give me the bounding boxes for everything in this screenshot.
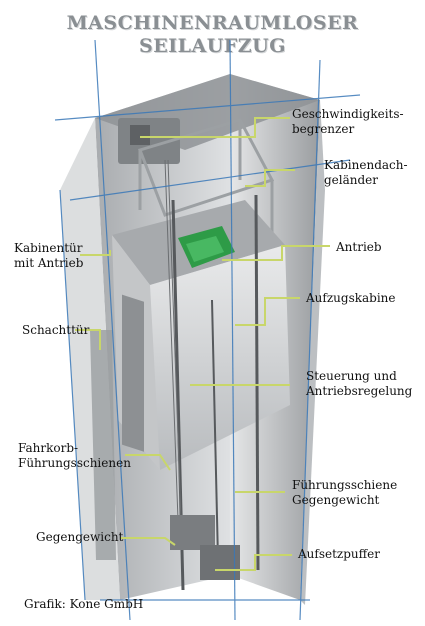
buffer xyxy=(200,545,240,580)
shaft-front-right-edge xyxy=(300,100,325,605)
image-credit: Grafik: Kone GmbH xyxy=(24,597,144,611)
label-antrieb: Antrieb xyxy=(336,240,382,254)
label-schachttuer: Schachttür xyxy=(22,323,90,337)
car-guide-rail-right xyxy=(254,194,260,571)
leader-kabinentuer xyxy=(80,250,111,256)
car-door xyxy=(122,294,144,452)
leader-kabinendachgelaender xyxy=(245,169,295,187)
label-fahrkorb: Fahrkorb- Führungsschienen xyxy=(18,441,131,470)
leader-geschwindigkeitsbegrenzer xyxy=(140,117,290,138)
label-kabinentuer: Kabinentür mit Antrieb xyxy=(14,241,84,270)
counterweight-rail xyxy=(211,299,219,561)
leader-schachttuer xyxy=(75,329,101,350)
leader-gegengewicht xyxy=(120,537,176,546)
leader-aufzugskabine xyxy=(235,297,300,326)
label-steuerung: Steuerung und Antriebsregelung xyxy=(306,369,413,398)
leader-fahrkorb xyxy=(125,454,171,471)
diagram-title-line2: SEILAUFZUG xyxy=(139,35,286,57)
leader-aufsetzpuffer xyxy=(215,554,292,571)
counterweight xyxy=(170,515,215,550)
label-kabinendachgelaender: Kabinendach- geländer xyxy=(324,158,408,187)
elevator-car-side xyxy=(150,245,290,470)
label-aufzugskabine: Aufzugskabine xyxy=(306,291,396,305)
label-aufsetzpuffer: Aufsetzpuffer xyxy=(298,547,381,561)
label-fuehrungsschiene: Führungsschiene Gegengewicht xyxy=(292,478,398,507)
diagram-title-line1: MASCHINENRAUMLOSER xyxy=(66,12,359,34)
leader-antrieb xyxy=(222,245,330,261)
label-gegengewicht: Gegengewicht xyxy=(36,530,124,544)
label-geschwindigkeitsbegrenzer: Geschwindigkeits- begrenzer xyxy=(292,107,404,136)
leader-lines xyxy=(75,117,330,571)
shaft-door xyxy=(90,330,116,560)
